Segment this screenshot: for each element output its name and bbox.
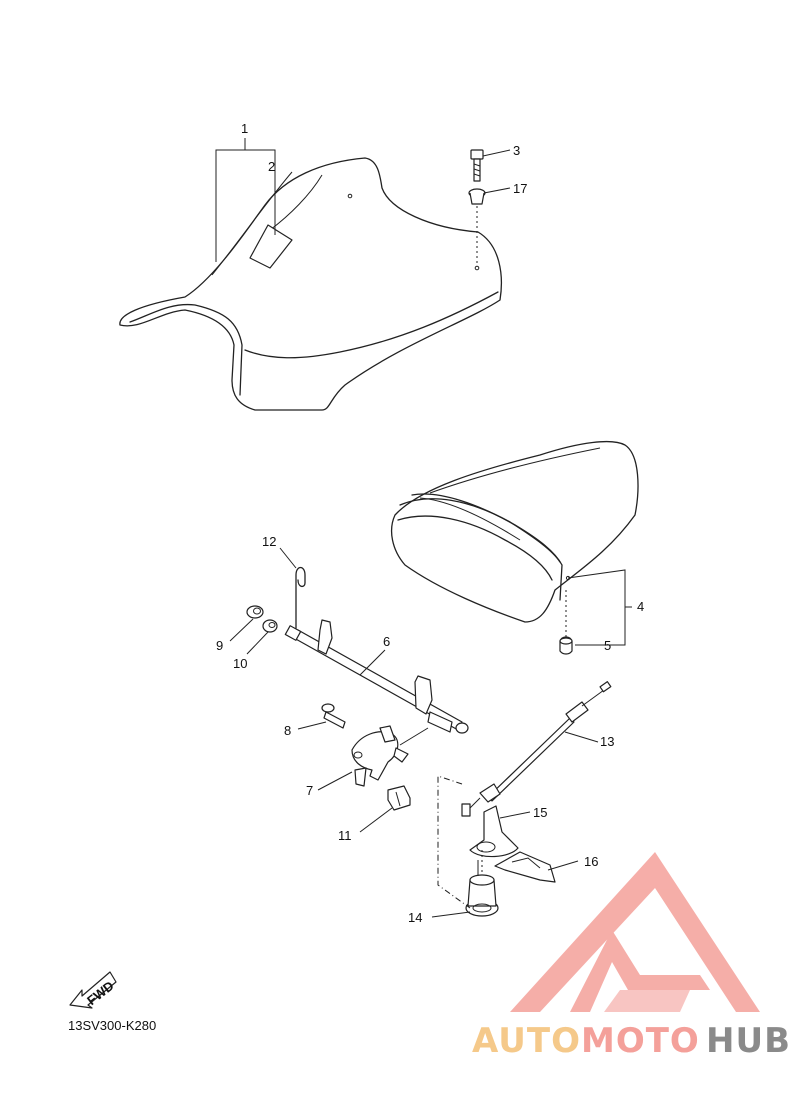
diagram-code: 13SV300-K280 — [68, 1018, 156, 1033]
nut-5 — [559, 636, 573, 655]
callout-4: 4 — [637, 599, 644, 614]
washer-9 — [246, 605, 264, 619]
watermark-part-auto: AUTO — [472, 1021, 581, 1061]
clip-12 — [295, 566, 306, 629]
callout-12: 12 — [262, 534, 276, 549]
callout-3: 3 — [513, 143, 520, 158]
bolt-8 — [321, 703, 346, 729]
fwd-arrow — [69, 971, 117, 1009]
callout-11: 11 — [338, 828, 352, 843]
washer-10 — [262, 619, 278, 633]
cable-13 — [461, 681, 612, 817]
bracket-7 — [351, 725, 409, 787]
callout-13: 13 — [600, 734, 614, 749]
watermark-part-hub: HUB — [706, 1021, 791, 1061]
callout-1: 1 — [241, 121, 248, 136]
callout-16: 16 — [584, 854, 598, 869]
callout-9: 9 — [216, 638, 223, 653]
bolt-3 — [470, 149, 484, 182]
callout-5: 5 — [604, 638, 611, 653]
callout-14: 14 — [408, 910, 422, 925]
plate-16 — [494, 851, 556, 883]
callout-15: 15 — [533, 805, 547, 820]
callout-7: 7 — [306, 783, 313, 798]
watermark-logo-icon — [510, 852, 760, 1012]
passenger-seat — [391, 440, 639, 623]
seat-lock-14 — [465, 860, 499, 917]
collar-17 — [468, 188, 486, 205]
holder-11 — [387, 785, 411, 811]
callout-17: 17 — [513, 181, 527, 196]
callout-2: 2 — [268, 159, 275, 174]
lock-rod-6 — [284, 619, 469, 734]
rider-seat — [119, 157, 503, 411]
callout-10: 10 — [233, 656, 247, 671]
callout-6: 6 — [383, 634, 390, 649]
watermark-text: AUTO MOTO HUB — [472, 1021, 791, 1061]
watermark-part-moto: MOTO — [581, 1021, 700, 1061]
callout-8: 8 — [284, 723, 291, 738]
plate-15 — [469, 805, 519, 858]
